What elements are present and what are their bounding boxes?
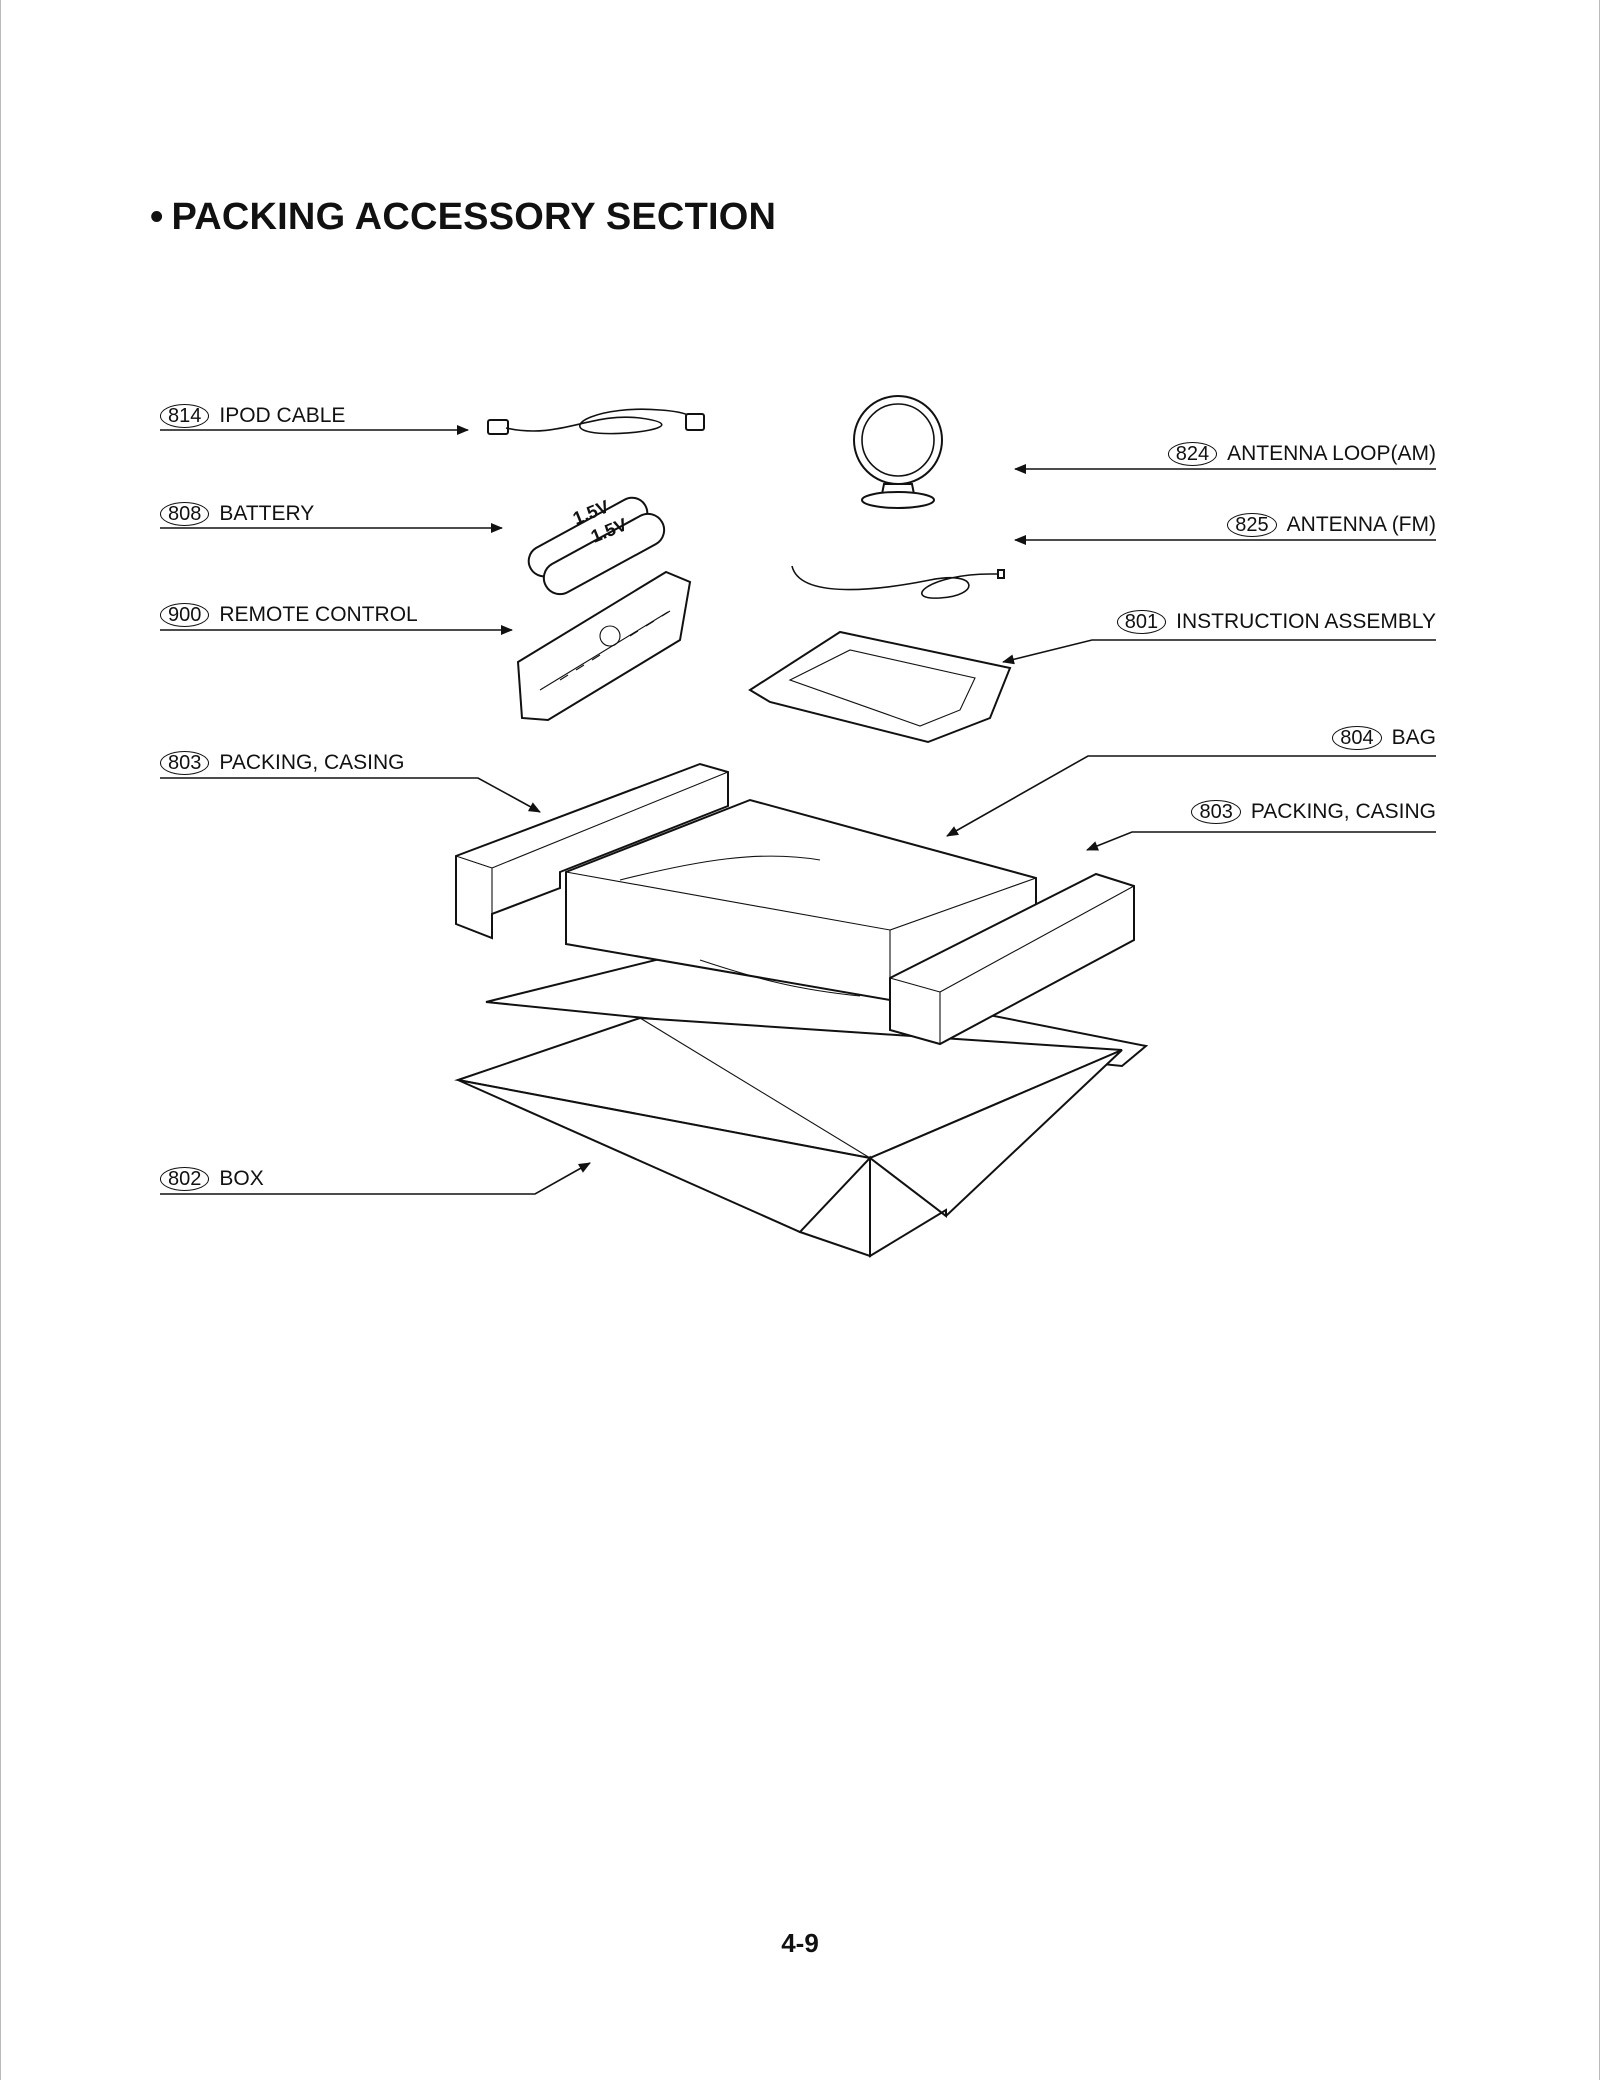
part-name-packing-casing-left: PACKING, CASING (219, 751, 405, 774)
part-label-900: 900 REMOTE CONTROL (160, 601, 418, 629)
part-number-803-right: 803 (1191, 800, 1241, 824)
part-number-900: 900 (160, 603, 210, 627)
leader-803-left (160, 777, 541, 813)
ipod-cable-drawing (487, 408, 705, 435)
part-number-808: 808 (160, 502, 210, 526)
part-label-808: 808 BATTERY (160, 500, 314, 528)
leader-802 (160, 1162, 591, 1195)
part-name-battery: BATTERY (219, 502, 315, 525)
part-label-824: 824 ANTENNA LOOP(AM) (1167, 440, 1436, 468)
part-name-antenna-loop-am: ANTENNA LOOP(AM) (1227, 442, 1436, 465)
leader-801 (1002, 639, 1436, 665)
part-number-825: 825 (1227, 513, 1277, 537)
page-number: 4-9 (781, 1928, 819, 1958)
part-number-804: 804 (1332, 726, 1382, 750)
part-label-803-right: 803 PACKING, CASING (1191, 798, 1436, 826)
packing-casing-left-drawing (455, 762, 729, 940)
part-name-ipod-cable: IPOD CABLE (219, 404, 346, 427)
part-name-antenna-fm: ANTENNA (FM) (1286, 513, 1436, 536)
part-number-824: 824 (1167, 442, 1218, 466)
part-name-instruction-assembly: INSTRUCTION ASSEMBLY (1176, 610, 1436, 633)
am-loop-antenna-drawing (853, 395, 943, 509)
part-name-bag: BAG (1391, 726, 1436, 749)
part-label-801: 801 INSTRUCTION ASSEMBLY (1116, 608, 1436, 636)
leader-803-right (1086, 831, 1436, 851)
part-label-814: 814 IPOD CABLE (160, 402, 345, 430)
part-label-804: 804 BAG (1332, 724, 1436, 752)
title-text: PACKING ACCESSORY SECTION (171, 196, 777, 238)
part-label-802: 802 BOX (160, 1165, 264, 1193)
part-name-remote-control: REMOTE CONTROL (219, 603, 418, 626)
battery-drawing: 1.5V 1.5V (527, 496, 666, 596)
instruction-assembly-drawing (748, 630, 1012, 744)
part-number-803-left: 803 (160, 751, 210, 775)
part-label-803-left: 803 PACKING, CASING (160, 749, 405, 777)
packing-casing-right-drawing (889, 872, 1135, 1046)
part-number-801: 801 (1116, 610, 1167, 634)
box-drawing (454, 952, 1149, 1258)
part-number-802: 802 (160, 1167, 210, 1191)
part-number-814: 814 (160, 404, 210, 428)
part-name-packing-casing-right: PACKING, CASING (1250, 800, 1436, 823)
remote-control-drawing (516, 570, 692, 722)
part-name-box: BOX (219, 1167, 264, 1190)
fm-antenna-drawing (791, 565, 1005, 599)
part-label-825: 825 ANTENNA (FM) (1227, 511, 1436, 539)
title-bullet: • (150, 196, 164, 238)
page-title: •PACKING ACCESSORY SECTION (150, 196, 776, 239)
leader-804 (946, 755, 1436, 837)
